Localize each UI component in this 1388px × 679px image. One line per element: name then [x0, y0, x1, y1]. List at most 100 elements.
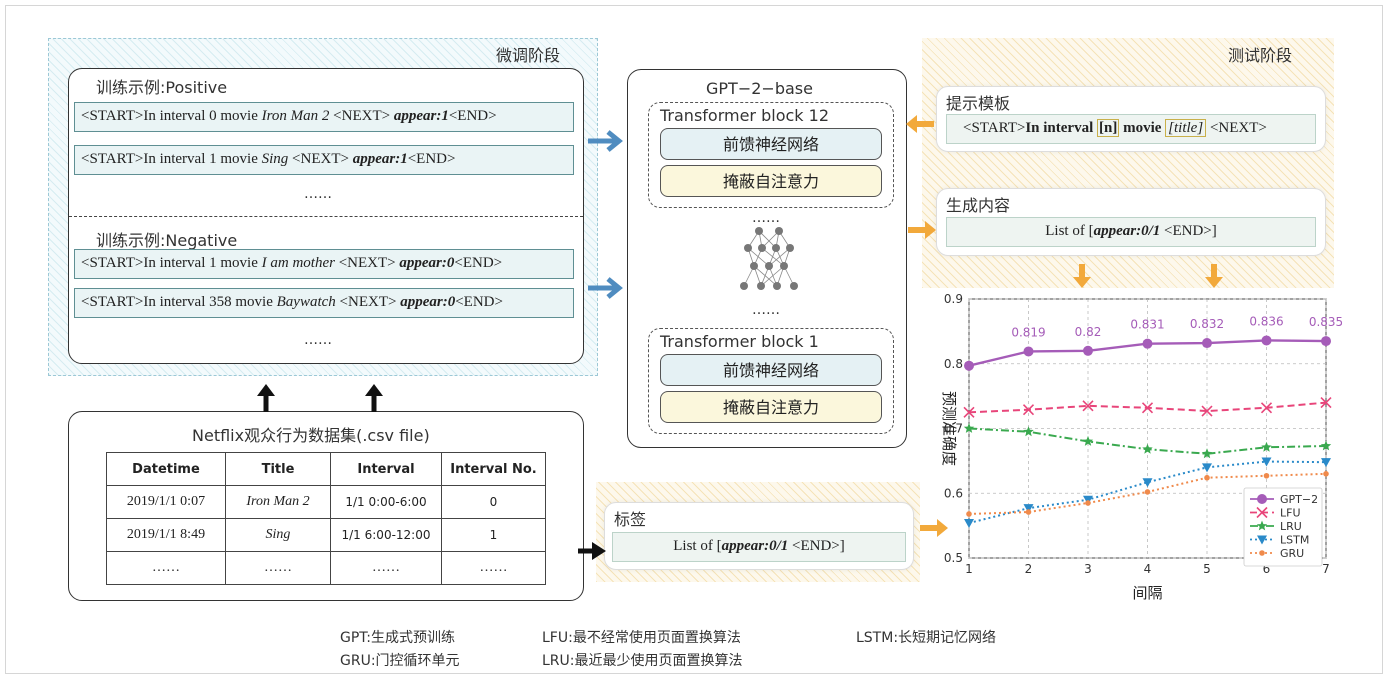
data-point-gpt2 — [1023, 346, 1034, 357]
table-row: …… …… …… …… — [106, 551, 546, 585]
arrow-prompt-to-model — [906, 115, 934, 133]
feedforward-layer-top: 前馈神经网络 — [660, 128, 882, 160]
prompt-in-interval: In interval — [1025, 120, 1094, 136]
arrow-model-to-generated — [908, 221, 936, 239]
cell-interval-no: 0 — [441, 485, 546, 519]
cell-interval-no: 1 — [441, 518, 546, 552]
data-point-lstm — [1321, 458, 1331, 468]
test-stage-label: 测试阶段 — [1228, 46, 1293, 65]
legend-marker-gpt2 — [1257, 494, 1267, 504]
model-ellipsis-bottom: …… — [752, 302, 780, 318]
marker-shape — [1082, 400, 1094, 412]
prompt-movie: movie — [1123, 120, 1162, 136]
cell-interval: 1/1 6:00-12:00 — [330, 518, 442, 552]
table-row: 2019/1/1 0:07 Iron Man 2 1/1 0:00-6:00 0 — [106, 485, 546, 519]
gen-appear-tag: appear:0/1 — [1093, 223, 1161, 239]
x-tick-label: 2 — [1025, 562, 1033, 576]
marker-shape — [1320, 440, 1332, 451]
legend-label-lru: LRU — [1280, 520, 1302, 533]
label-appear-tag: appear:0/1 — [721, 538, 789, 554]
y-tick-label: 0.5 — [944, 551, 963, 565]
x-tick-label: 7 — [1322, 562, 1330, 576]
data-label: 0.835 — [1309, 315, 1343, 329]
marker-shape — [1023, 504, 1034, 514]
data-point-gpt2 — [1321, 336, 1331, 347]
label-prefix: List of [ — [673, 538, 722, 554]
marker-shape — [1085, 500, 1091, 506]
marker-shape — [1142, 443, 1153, 454]
seq-end: <END> — [407, 151, 456, 167]
marker-shape — [964, 519, 974, 529]
marker-shape — [1256, 520, 1268, 531]
marker-shape — [1082, 435, 1094, 446]
x-tick-label: 5 — [1203, 562, 1211, 576]
seq-next: <NEXT> — [288, 151, 353, 167]
data-point-lstm — [1261, 457, 1272, 467]
marker-shape — [1144, 489, 1151, 495]
marker-shape — [1263, 472, 1270, 479]
marker-shape — [1141, 402, 1154, 414]
marker-shape — [1261, 335, 1272, 346]
transformer-block-12 — [648, 102, 894, 208]
arrow-negative-to-model — [588, 277, 623, 299]
appear-tag: appear:1 — [352, 151, 408, 167]
cell-datetime: 2019/1/1 0:07 — [106, 485, 226, 519]
gpt2-model-title: GPT−2−base — [706, 79, 813, 98]
marker-shape — [1202, 338, 1212, 349]
arrow-generated-to-chart-2 — [1205, 264, 1223, 288]
x-tick-label: 6 — [1263, 562, 1271, 576]
x-tick-label: 3 — [1084, 562, 1092, 576]
x-tick-label: 1 — [965, 562, 973, 576]
generated-content-sequence: List of [appear:0/1 <END>] — [946, 217, 1316, 247]
data-point-lru — [1142, 443, 1153, 454]
data-point-lstm — [1142, 478, 1153, 488]
legend-marker-lfu — [1256, 506, 1268, 519]
positive-ellipsis: …… — [304, 186, 332, 202]
cell-datetime: 2019/1/1 8:49 — [106, 518, 226, 552]
glossary-lru: LRU:最近最少使用页面置换算法 — [542, 653, 743, 669]
movie-title: I am mother — [261, 255, 335, 271]
marker-shape — [1261, 441, 1272, 452]
examples-divider — [69, 216, 583, 217]
seq-next: <NEXT> — [335, 294, 401, 310]
marker-shape — [966, 511, 972, 517]
data-point-gru — [1204, 474, 1210, 481]
marker-shape — [1321, 336, 1331, 347]
masked-self-attention-top: 掩蔽自注意力 — [660, 165, 882, 197]
marker-shape — [1022, 404, 1035, 416]
arrow-dataset-to-positive — [257, 384, 275, 412]
data-label: 0.832 — [1190, 317, 1224, 331]
y-tick-label: 0.8 — [944, 357, 963, 371]
dataset-table: Datetime Title Interval Interval No. 201… — [106, 452, 546, 585]
prompt-next: <NEXT> — [1206, 120, 1267, 136]
cell-ellipsis: …… — [330, 551, 442, 585]
header-interval: Interval — [330, 452, 442, 486]
arrow-dataset-to-label — [578, 542, 606, 560]
prompt-template-sequence: <START>In interval [n] movie [title] <NE… — [946, 114, 1316, 144]
cell-ellipsis: …… — [106, 551, 226, 585]
data-point-gru — [1085, 500, 1091, 506]
arrow-label-to-chart — [920, 519, 948, 537]
appear-tag: appear:0 — [399, 255, 455, 271]
legend-label-lfu: LFU — [1280, 507, 1301, 520]
data-point-gpt2 — [1261, 335, 1272, 346]
data-point-lru — [1201, 448, 1213, 459]
marker-shape — [1261, 457, 1272, 467]
negative-examples-title: 训练示例:Negative — [96, 231, 238, 250]
data-point-lfu — [963, 406, 975, 418]
cell-ellipsis: …… — [441, 551, 546, 585]
marker-shape — [1142, 478, 1153, 488]
data-point-lfu — [1022, 404, 1035, 416]
gen-prefix: List of [ — [1045, 223, 1094, 239]
data-point-gru — [966, 511, 972, 517]
data-point-lfu — [1260, 402, 1273, 414]
header-datetime: Datetime — [106, 452, 226, 486]
marker-shape — [1320, 397, 1332, 409]
prompt-template-title: 提示模板 — [946, 94, 1011, 113]
marker-shape — [963, 423, 975, 433]
masked-self-attention-bottom: 掩蔽自注意力 — [660, 391, 882, 423]
arrow-dataset-to-negative — [365, 384, 383, 412]
y-tick-label: 0.7 — [944, 422, 963, 436]
legend-label-gpt2: GPT−2 — [1280, 493, 1318, 506]
data-point-gpt2 — [964, 360, 974, 371]
